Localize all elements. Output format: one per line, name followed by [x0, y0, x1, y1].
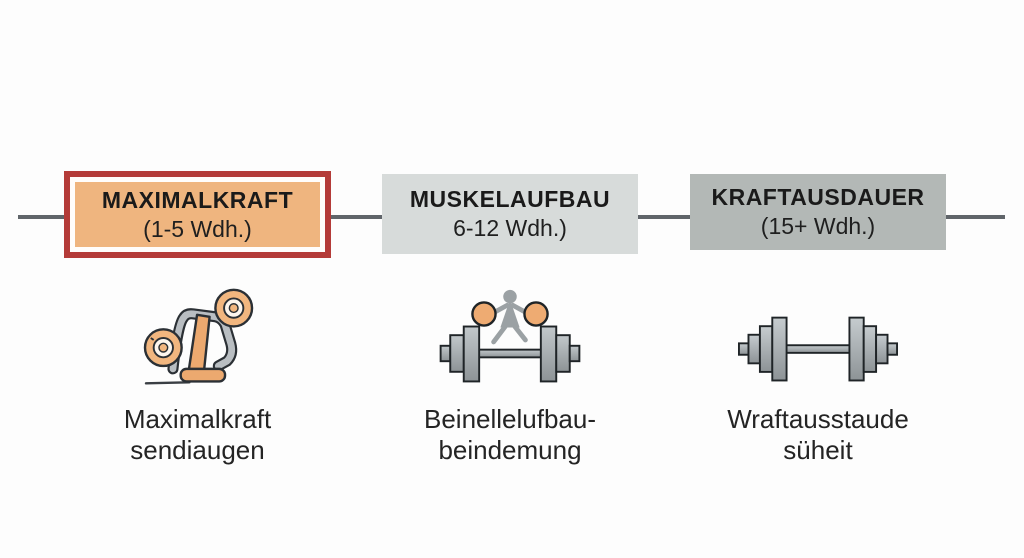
caption-line2: sendiaugen — [130, 434, 265, 465]
zone-title: MAXIMALKRAFT — [101, 186, 294, 213]
caption-line2: süheit — [783, 434, 853, 465]
zone-title: KRAFTAUSDAUER — [711, 184, 925, 211]
zone-box-muskelaufbau: MUSKELAUFBAU 6-12 Wdh.) — [382, 174, 638, 254]
caption-line1: Beinellelufbau- — [423, 404, 596, 434]
zone-caption-muskelaufbau: Beinellelufbau- beindemung — [382, 404, 638, 465]
zone-box-maximalkraft: MAXIMALKRAFT (1-5 Wdh.) — [64, 171, 331, 258]
caption-line2: beindemung — [438, 434, 582, 465]
zone-subtitle: (1-5 Wdh.) — [143, 215, 252, 242]
dumbbell-icon — [735, 310, 901, 395]
zone-caption-kraftausdauer: Wraftausstaude süheit — [690, 404, 946, 465]
zone-title: MUSKELAUFBAU — [409, 186, 611, 213]
zone-subtitle: 6-12 Wdh.) — [453, 215, 567, 241]
caption-line1: Wraftausstaude — [727, 404, 909, 434]
zone-subtitle: (15+ Wdh.) — [760, 213, 876, 239]
zone-caption-maximalkraft: Maximalkraft sendiaugen — [64, 404, 331, 465]
zone-box-maximalkraft-fill: MAXIMALKRAFT (1-5 Wdh.) — [75, 182, 320, 247]
weight-machine-icon — [140, 284, 258, 397]
caption-line1: Maximalkraft — [123, 404, 272, 434]
kettlebell-lifter-icon — [435, 287, 585, 398]
zone-box-kraftausdauer: KRAFTAUSDAUER (15+ Wdh.) — [690, 174, 946, 250]
